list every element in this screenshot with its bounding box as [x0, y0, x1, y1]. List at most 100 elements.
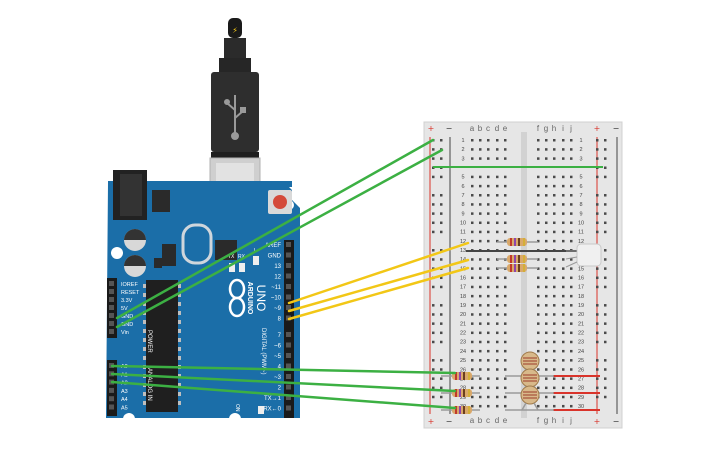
bb-hole[interactable]: [537, 349, 540, 353]
bb-hole[interactable]: [553, 230, 556, 234]
bb-hole[interactable]: [545, 359, 548, 362]
bb-hole[interactable]: [471, 395, 474, 399]
bb-hole[interactable]: [496, 230, 499, 234]
rail-hole[interactable]: [604, 175, 607, 179]
digital-pin[interactable]: [286, 242, 291, 247]
rail-hole[interactable]: [604, 221, 607, 225]
bb-hole[interactable]: [487, 203, 490, 206]
bb-hole[interactable]: [479, 322, 482, 325]
rail-hole[interactable]: [604, 157, 607, 160]
bb-hole[interactable]: [487, 258, 490, 261]
bb-hole[interactable]: [562, 139, 565, 142]
bb-hole[interactable]: [537, 404, 540, 408]
bb-hole[interactable]: [471, 175, 474, 179]
bb-hole[interactable]: [562, 294, 565, 298]
bb-hole[interactable]: [537, 331, 540, 335]
bb-hole[interactable]: [479, 221, 482, 225]
bb-hole[interactable]: [562, 313, 565, 316]
bb-hole[interactable]: [496, 359, 499, 362]
bb-hole[interactable]: [479, 267, 482, 270]
bb-hole[interactable]: [570, 184, 573, 188]
bb-hole[interactable]: [545, 331, 548, 335]
bb-hole[interactable]: [570, 340, 573, 344]
bb-hole[interactable]: [537, 285, 540, 289]
bb-hole[interactable]: [471, 157, 474, 160]
bb-hole[interactable]: [570, 194, 573, 197]
analog-pin[interactable]: [109, 387, 114, 393]
bb-hole[interactable]: [562, 203, 565, 206]
bb-hole[interactable]: [553, 404, 556, 408]
rail-hole[interactable]: [440, 395, 443, 399]
bb-hole[interactable]: [537, 221, 540, 225]
rail-hole[interactable]: [440, 194, 443, 197]
power-pin[interactable]: [109, 289, 114, 294]
digital-pin[interactable]: [286, 252, 291, 258]
bb-hole[interactable]: [487, 340, 490, 344]
bb-hole[interactable]: [496, 139, 499, 142]
bb-hole[interactable]: [553, 386, 556, 390]
bb-hole[interactable]: [479, 404, 482, 408]
bb-hole[interactable]: [471, 340, 474, 344]
bb-hole[interactable]: [545, 276, 548, 280]
bb-hole[interactable]: [553, 276, 556, 280]
rail-hole[interactable]: [604, 148, 607, 151]
bb-hole[interactable]: [496, 148, 499, 151]
rail-hole[interactable]: [440, 175, 443, 179]
rail-hole[interactable]: [432, 285, 435, 289]
bb-hole[interactable]: [479, 368, 482, 371]
bb-hole[interactable]: [562, 221, 565, 225]
bb-hole[interactable]: [487, 359, 490, 362]
bb-hole[interactable]: [487, 386, 490, 390]
digital-pin[interactable]: [286, 332, 291, 337]
rail-hole[interactable]: [432, 313, 435, 316]
bb-hole[interactable]: [487, 184, 490, 188]
bb-hole[interactable]: [545, 313, 548, 316]
digital-pin[interactable]: [286, 273, 291, 279]
bb-hole[interactable]: [545, 139, 548, 142]
rail-hole[interactable]: [432, 148, 435, 151]
rail-hole[interactable]: [440, 230, 443, 234]
bb-hole[interactable]: [471, 359, 474, 362]
rail-hole[interactable]: [432, 212, 435, 215]
bb-hole[interactable]: [487, 267, 490, 270]
bb-hole[interactable]: [487, 395, 490, 399]
bb-hole[interactable]: [479, 285, 482, 289]
bb-hole[interactable]: [570, 395, 573, 399]
bb-hole[interactable]: [545, 221, 548, 225]
rail-hole[interactable]: [596, 203, 599, 206]
bb-hole[interactable]: [537, 276, 540, 280]
bb-hole[interactable]: [537, 386, 540, 390]
bb-hole[interactable]: [553, 359, 556, 362]
bb-hole[interactable]: [545, 203, 548, 206]
bb-hole[interactable]: [553, 349, 556, 353]
bb-hole[interactable]: [562, 368, 565, 371]
digital-pin[interactable]: [286, 374, 291, 379]
bb-hole[interactable]: [504, 139, 507, 142]
bb-hole[interactable]: [479, 184, 482, 188]
bb-hole[interactable]: [504, 331, 507, 335]
bb-hole[interactable]: [479, 194, 482, 197]
bb-hole[interactable]: [471, 313, 474, 316]
bb-hole[interactable]: [537, 194, 540, 197]
bb-hole[interactable]: [471, 276, 474, 280]
rail-hole[interactable]: [604, 322, 607, 325]
bb-hole[interactable]: [504, 349, 507, 353]
rail-hole[interactable]: [432, 331, 435, 335]
bb-hole[interactable]: [545, 184, 548, 188]
bb-hole[interactable]: [537, 184, 540, 188]
bb-hole[interactable]: [553, 285, 556, 289]
bb-hole[interactable]: [487, 294, 490, 298]
rail-hole[interactable]: [596, 395, 599, 399]
power-pin[interactable]: [109, 297, 114, 302]
bb-hole[interactable]: [471, 194, 474, 197]
rail-hole[interactable]: [596, 377, 599, 380]
bb-hole[interactable]: [496, 175, 499, 179]
rail-hole[interactable]: [604, 212, 607, 215]
rail-hole[interactable]: [432, 322, 435, 325]
bb-hole[interactable]: [553, 313, 556, 316]
rail-hole[interactable]: [440, 377, 443, 380]
bb-hole[interactable]: [553, 340, 556, 344]
rail-hole[interactable]: [604, 377, 607, 380]
bb-hole[interactable]: [487, 139, 490, 142]
bb-hole[interactable]: [496, 349, 499, 353]
